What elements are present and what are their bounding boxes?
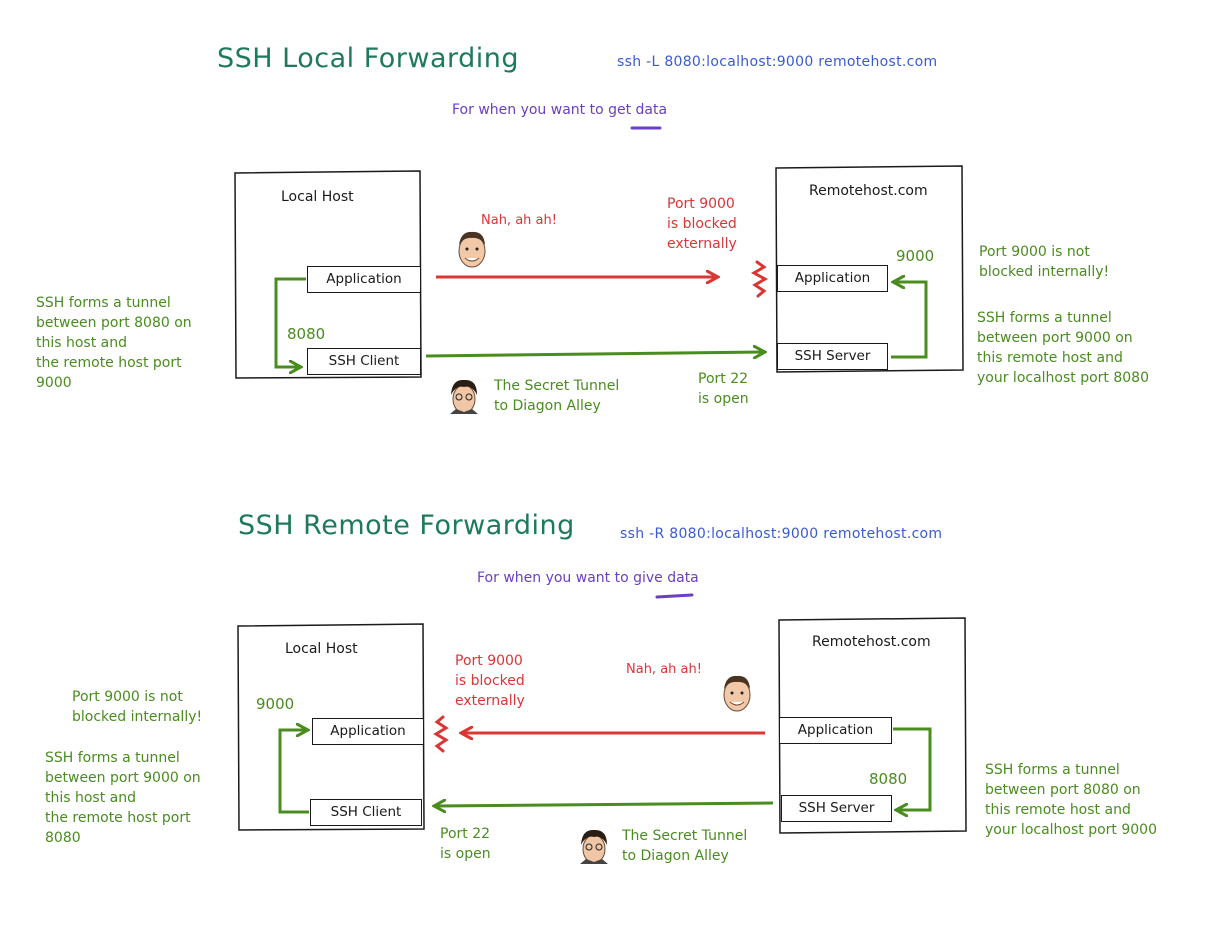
remote-right-note: SSH forms a tunnel between port 8080 on … — [985, 760, 1157, 840]
blocked-note-2: Port 9000 is blocked externally — [455, 651, 525, 711]
local-forwarding-command: ssh -L 8080:localhost:9000 remotehost.co… — [617, 54, 938, 70]
left-note-line-3: this host and — [36, 335, 128, 351]
face-nah-icon-2 — [723, 675, 751, 712]
tunnel-caption-2: The Secret Tunnel to Diagon Alley — [622, 826, 747, 866]
face-harry-icon-2 — [580, 829, 608, 864]
blocked-2-line-1: Port 9000 — [455, 653, 523, 669]
left-note-a-2-line-1: Port 9000 is not — [72, 689, 183, 705]
open-2-line-1: Port 22 — [440, 826, 491, 842]
local-application-node: Application — [307, 266, 421, 293]
local-host-title: Local Host — [281, 189, 354, 205]
remote-application-node-2: Application — [779, 717, 892, 744]
open-2-line-2: is open — [440, 846, 491, 862]
block-squiggle-2 — [433, 715, 449, 753]
local-right-note-a: Port 9000 is not blocked internally! — [979, 242, 1109, 282]
open-line-1: Port 22 — [698, 371, 749, 387]
open-note-2: Port 22 is open — [440, 824, 491, 864]
local-host-title-2: Local Host — [285, 641, 358, 657]
right-note-b-line-3: this remote host and — [977, 350, 1123, 366]
right-note-b-line-4: your localhost port 8080 — [977, 370, 1149, 386]
remote-loop-arrow — [891, 282, 928, 359]
remote-application-node: Application — [777, 265, 888, 292]
tunnel-arrow — [425, 352, 765, 356]
right-note-2-line-3: this remote host and — [985, 802, 1131, 818]
tunnel-caption-line-2: to Diagon Alley — [494, 398, 601, 414]
remote-left-note-b: SSH forms a tunnel between port 9000 on … — [45, 748, 201, 848]
right-note-2-line-2: between port 8080 on — [985, 782, 1141, 798]
right-note-a-line-1: Port 9000 is not — [979, 244, 1090, 260]
local-loop-arrow-2 — [278, 730, 309, 814]
right-note-2-line-4: your localhost port 9000 — [985, 822, 1157, 838]
local-right-note-b: SSH forms a tunnel between port 9000 on … — [977, 308, 1149, 388]
remote-host-box — [775, 165, 964, 373]
left-note-line-5: 9000 — [36, 375, 72, 391]
remote-host-box-2 — [778, 617, 967, 834]
left-note-b-2-line-2: between port 9000 on — [45, 770, 201, 786]
right-note-b-line-1: SSH forms a tunnel — [977, 310, 1112, 326]
right-note-b-line-2: between port 9000 on — [977, 330, 1133, 346]
left-note-a-2-line-2: blocked internally! — [72, 709, 203, 725]
right-note-a-line-2: blocked internally! — [979, 264, 1110, 280]
local-left-note: SSH forms a tunnel between port 8080 on … — [36, 293, 192, 393]
remote-ssh-server-node: SSH Server — [777, 343, 888, 370]
blocked-line-1: Port 9000 — [667, 196, 735, 212]
local-host-box — [234, 170, 422, 379]
block-squiggle — [750, 260, 769, 298]
local-port-label: 8080 — [287, 325, 326, 343]
left-note-line-4: the remote host port — [36, 355, 182, 371]
remote-left-note-a: Port 9000 is not blocked internally! — [72, 687, 202, 727]
blocked-2-line-3: externally — [455, 693, 525, 709]
remote-ssh-server-node-2: SSH Server — [781, 795, 892, 822]
left-note-b-2-line-1: SSH forms a tunnel — [45, 750, 180, 766]
blocked-line-2: is blocked — [667, 216, 737, 232]
local-ssh-client-node-2: SSH Client — [310, 799, 422, 826]
face-harry-icon — [450, 379, 478, 414]
local-host-box-2 — [237, 623, 425, 831]
remote-port-label: 9000 — [896, 247, 935, 265]
nah-caption-2: Nah, ah ah! — [626, 662, 702, 677]
tunnel-caption-2-line-1: The Secret Tunnel — [622, 828, 748, 844]
left-note-line-1: SSH forms a tunnel — [36, 295, 171, 311]
give-underline — [655, 593, 694, 599]
remote-loop-arrow-2 — [893, 727, 932, 810]
local-port-label-2: 9000 — [256, 695, 295, 713]
blocked-line-3: externally — [667, 236, 737, 252]
open-line-2: is open — [698, 391, 749, 407]
local-forwarding-purpose: For when you want to get data — [452, 102, 668, 118]
remote-forwarding-title: SSH Remote Forwarding — [238, 510, 575, 541]
local-loop-arrow — [274, 277, 306, 367]
local-application-node-2: Application — [312, 718, 424, 745]
local-forwarding-title: SSH Local Forwarding — [217, 43, 520, 74]
open-note: Port 22 is open — [698, 369, 749, 409]
remote-host-title: Remotehost.com — [809, 183, 928, 199]
face-nah-icon — [458, 231, 486, 268]
remote-forwarding-command: ssh -R 8080:localhost:9000 remotehost.co… — [620, 526, 943, 542]
tunnel-caption-line-1: The Secret Tunnel — [494, 378, 620, 394]
local-ssh-client-node: SSH Client — [307, 348, 421, 375]
left-note-line-2: between port 8080 on — [36, 315, 192, 331]
tunnel-caption-2-line-2: to Diagon Alley — [622, 848, 729, 864]
remote-port-label-2: 8080 — [869, 770, 908, 788]
right-note-2-line-1: SSH forms a tunnel — [985, 762, 1120, 778]
tunnel-caption: The Secret Tunnel to Diagon Alley — [494, 376, 619, 416]
left-note-b-2-line-5: 8080 — [45, 830, 81, 846]
left-note-b-2-line-4: the remote host port — [45, 810, 191, 826]
remote-host-title-2: Remotehost.com — [812, 634, 931, 650]
nah-caption: Nah, ah ah! — [481, 213, 557, 228]
tunnel-arrow-2 — [434, 803, 774, 806]
blocked-2-line-2: is blocked — [455, 673, 525, 689]
remote-forwarding-purpose: For when you want to give data — [477, 570, 699, 586]
left-note-b-2-line-3: this host and — [45, 790, 137, 806]
blocked-note: Port 9000 is blocked externally — [667, 194, 737, 254]
